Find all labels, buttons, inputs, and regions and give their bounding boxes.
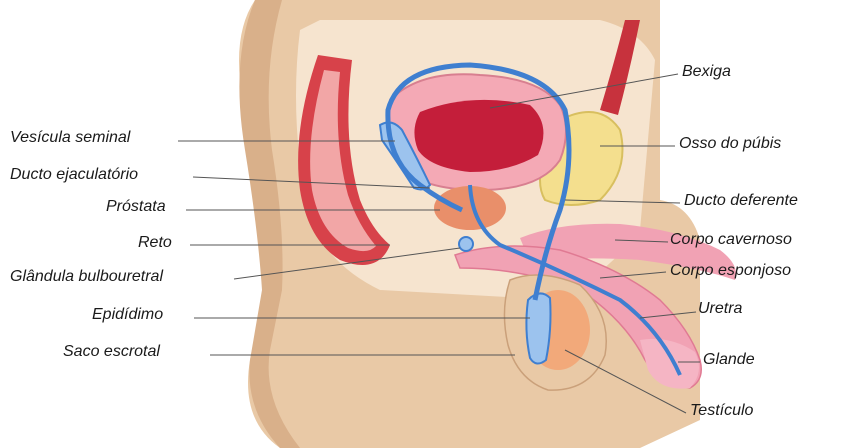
label-reto: Reto bbox=[138, 234, 172, 252]
label-corpo-cavernoso: Corpo cavernoso bbox=[670, 231, 792, 249]
label-saco-escrotal: Saco escrotal bbox=[63, 343, 160, 361]
label-epididimo: Epidídimo bbox=[92, 306, 163, 324]
bladder bbox=[414, 100, 543, 172]
epididymis bbox=[526, 293, 550, 363]
label-corpo-esponjoso: Corpo esponjoso bbox=[670, 262, 791, 280]
label-testiculo: Testículo bbox=[690, 402, 753, 420]
label-bexiga: Bexiga bbox=[682, 63, 731, 81]
label-ducto-ejaculatorio: Ducto ejaculatório bbox=[10, 166, 138, 184]
label-ducto-deferente: Ducto deferente bbox=[684, 192, 798, 210]
label-glande: Glande bbox=[703, 351, 755, 369]
bulbourethral-gland bbox=[459, 237, 473, 251]
label-osso-do-pubis: Osso do púbis bbox=[679, 135, 781, 153]
label-glandula-bulbouretral: Glândula bulbouretral bbox=[10, 268, 163, 286]
label-uretra: Uretra bbox=[698, 300, 742, 318]
label-vesicula-seminal: Vesícula seminal bbox=[10, 129, 130, 147]
label-prostata: Próstata bbox=[106, 198, 166, 216]
